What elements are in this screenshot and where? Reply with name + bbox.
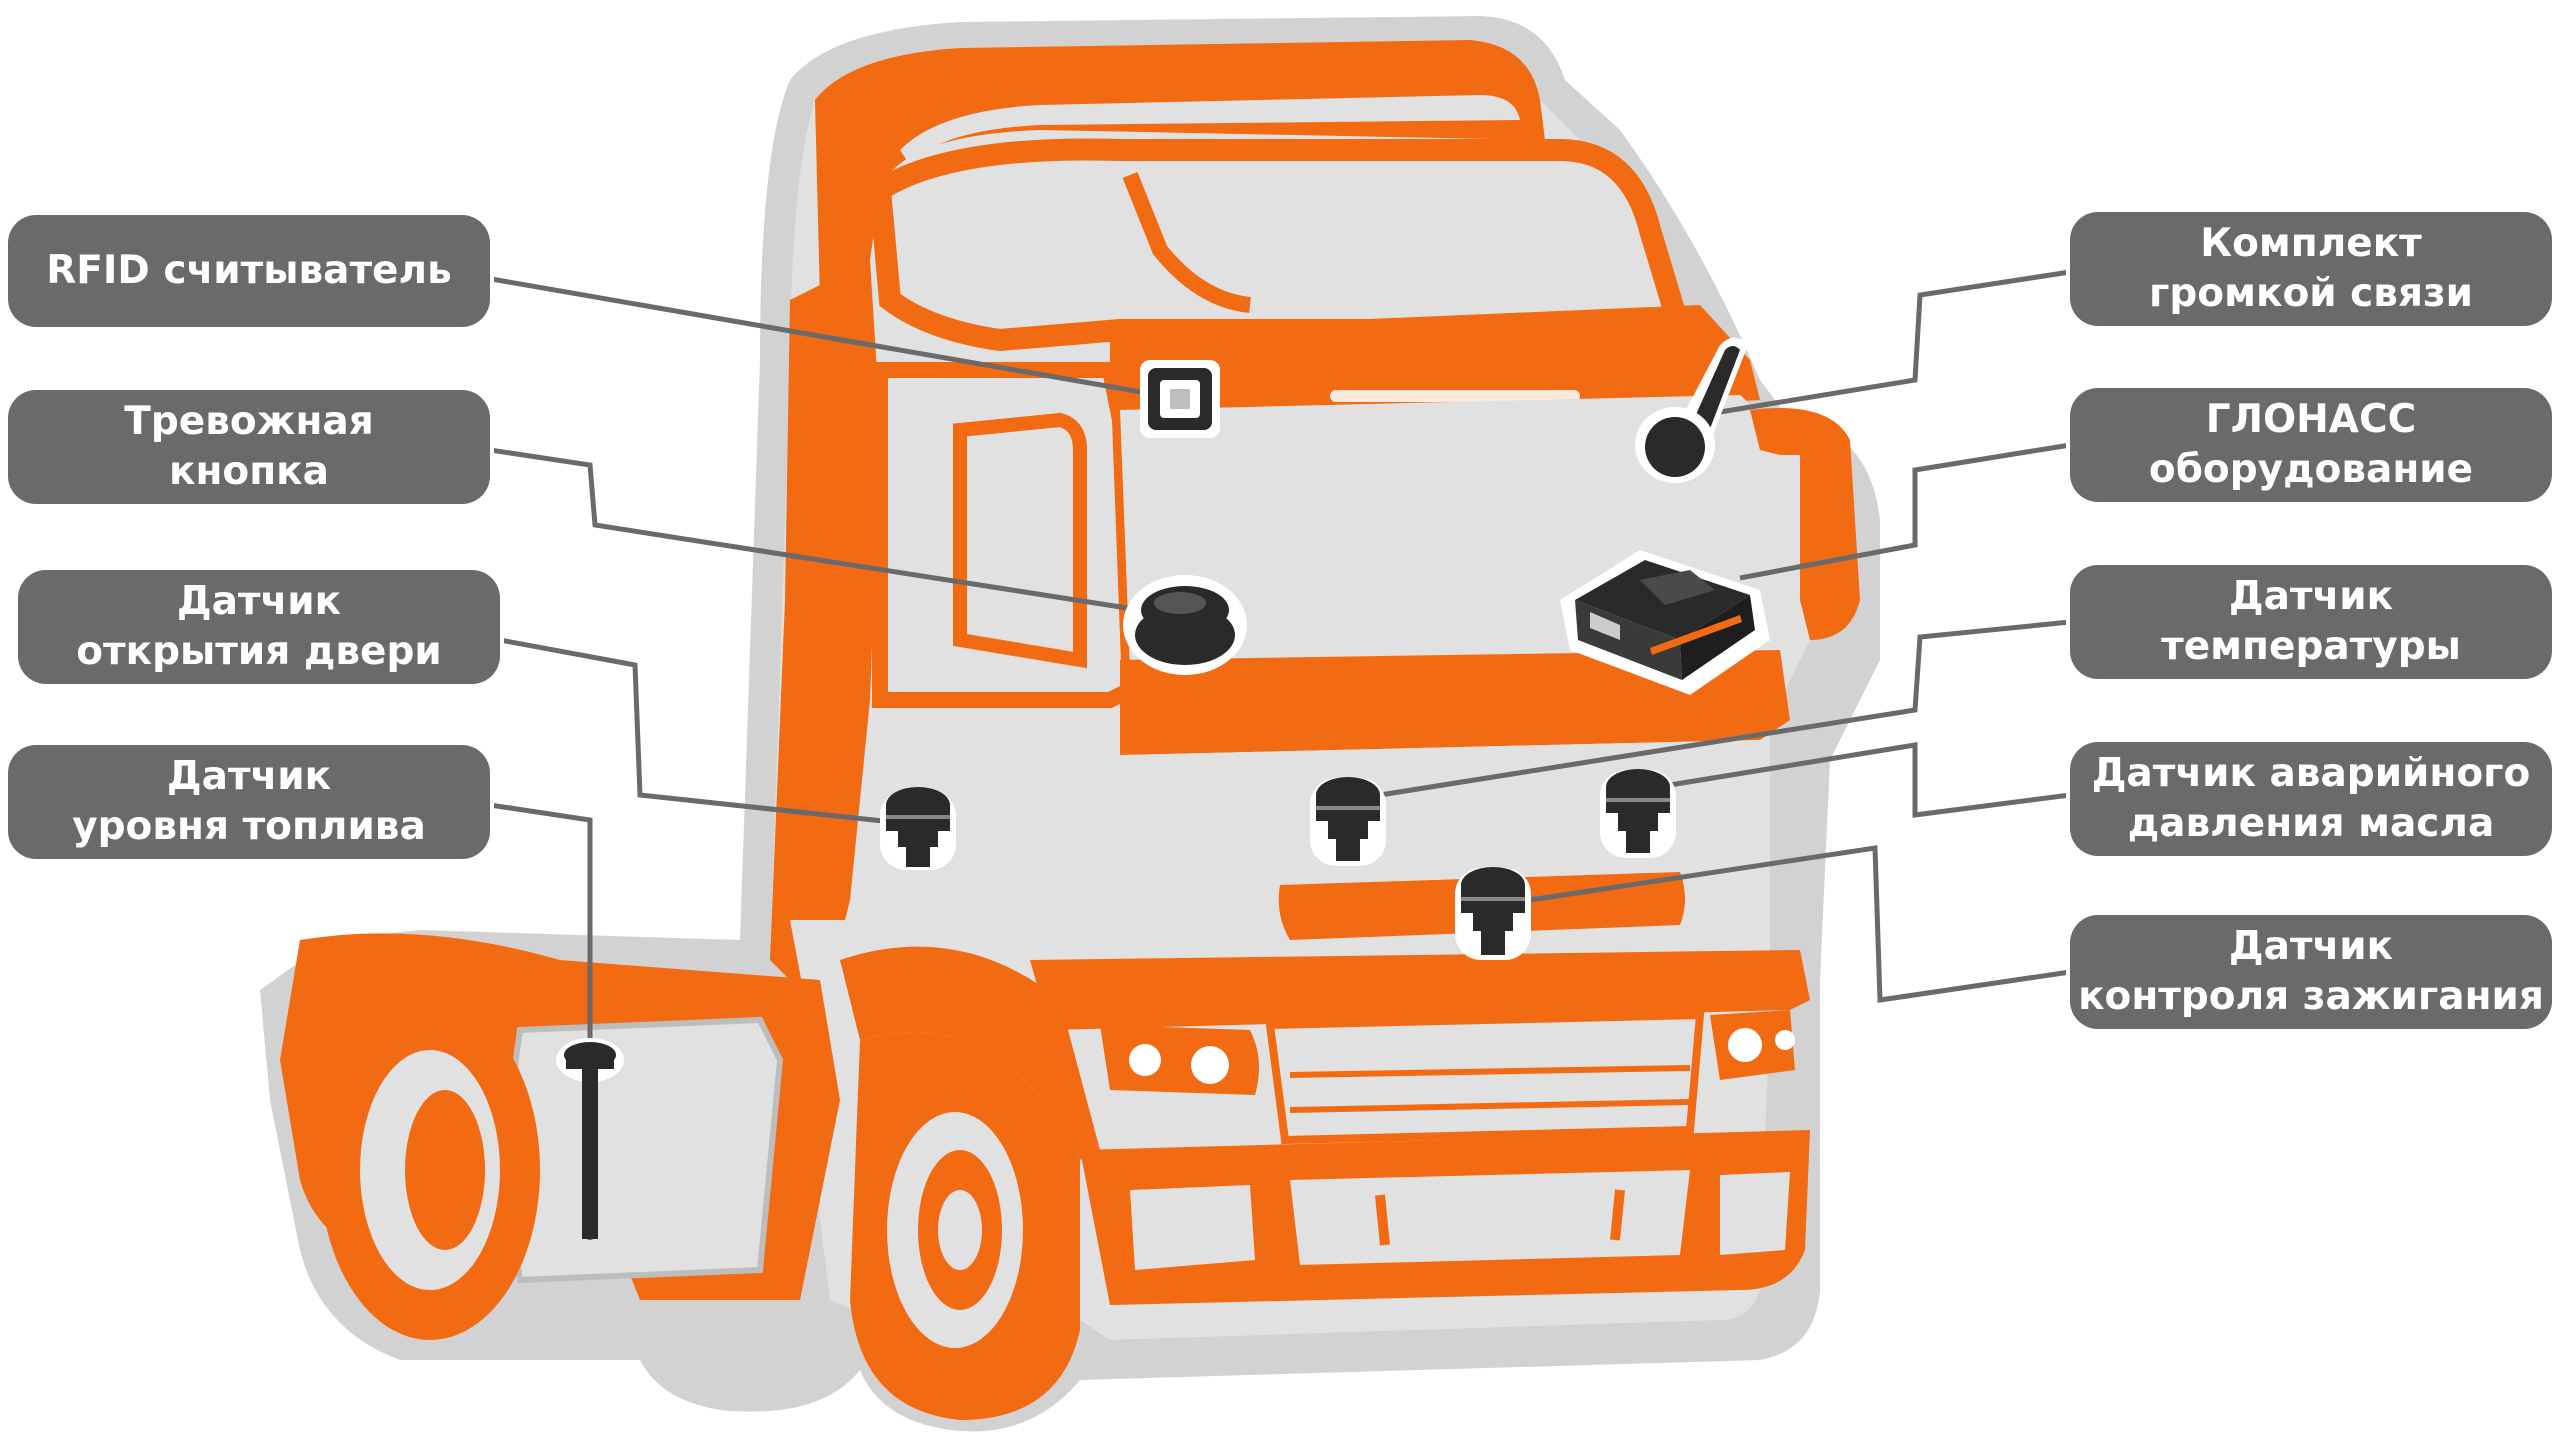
label-line: Датчик bbox=[2229, 922, 2393, 972]
label-line: кнопка bbox=[169, 447, 329, 497]
truck-body bbox=[260, 16, 1880, 1431]
panic-button-icon bbox=[1123, 575, 1247, 675]
front-panel bbox=[1120, 740, 1770, 970]
label-line: Датчик аварийного bbox=[2092, 749, 2531, 799]
label-rfid-reader: RFID считыватель bbox=[8, 215, 490, 327]
label-line: Датчик bbox=[167, 752, 331, 802]
label-line: Датчик bbox=[177, 577, 341, 627]
oil-sensor-icon bbox=[1600, 769, 1676, 858]
label-line: открытия двери bbox=[76, 627, 441, 677]
label-line: контроля зажигания bbox=[2078, 972, 2544, 1022]
fuel-tank bbox=[510, 1020, 780, 1280]
label-line: уровня топлива bbox=[72, 802, 426, 852]
label-line: RFID считыватель bbox=[46, 246, 452, 296]
label-line: Тревожная bbox=[124, 397, 374, 447]
connector-intercom bbox=[1720, 272, 2070, 412]
label-line: Датчик bbox=[2229, 572, 2393, 622]
label-line: ГЛОНАСС bbox=[2206, 395, 2416, 445]
label-line: давления масла bbox=[2128, 799, 2495, 849]
label-line: громкой связи bbox=[2149, 269, 2473, 319]
left-headlight bbox=[1100, 1025, 1259, 1095]
side-window-glass bbox=[960, 420, 1080, 660]
door-sensor-icon bbox=[880, 787, 956, 870]
rear-wheel bbox=[320, 1000, 540, 1340]
front-grille bbox=[1270, 1015, 1700, 1140]
label-line: температуры bbox=[2161, 622, 2461, 672]
ignition-sensor-icon bbox=[1455, 867, 1531, 960]
label-line: Комплект bbox=[2200, 219, 2422, 269]
label-line: оборудование bbox=[2149, 445, 2473, 495]
rfid-reader-icon bbox=[1140, 360, 1220, 438]
temperature-sensor-icon bbox=[1310, 777, 1386, 866]
